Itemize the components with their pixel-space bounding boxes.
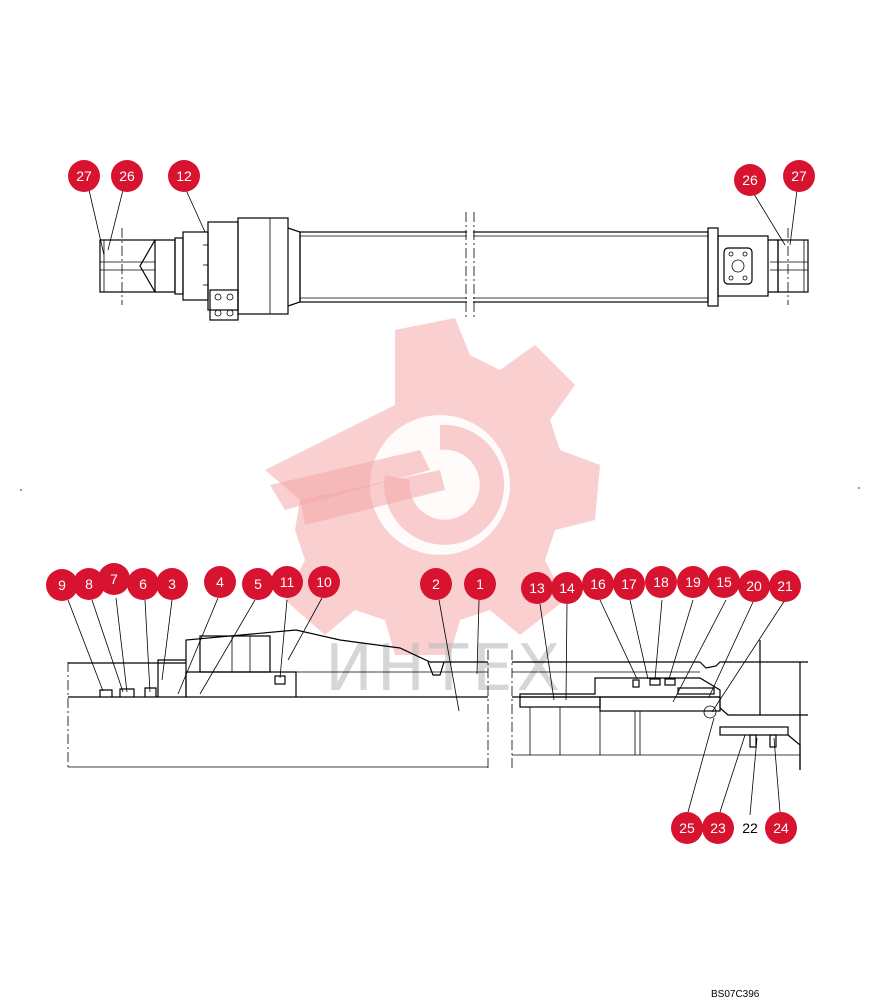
svg-text:15: 15 bbox=[716, 574, 732, 590]
callout-25: 25 bbox=[671, 812, 703, 844]
svg-text:4: 4 bbox=[216, 574, 224, 590]
callout-15: 15 bbox=[708, 566, 740, 598]
svg-text:26: 26 bbox=[742, 172, 758, 188]
svg-text:3: 3 bbox=[168, 576, 176, 592]
svg-text:23: 23 bbox=[710, 820, 726, 836]
svg-text:17: 17 bbox=[621, 576, 637, 592]
svg-text:19: 19 bbox=[685, 574, 701, 590]
svg-text:13: 13 bbox=[529, 580, 545, 596]
svg-text:27: 27 bbox=[76, 168, 92, 184]
svg-text:20: 20 bbox=[746, 578, 762, 594]
callout-27-right: 27 bbox=[783, 160, 815, 192]
callout-7: 7 bbox=[98, 563, 130, 595]
svg-text:12: 12 bbox=[176, 168, 192, 184]
callout-23: 23 bbox=[702, 812, 734, 844]
callout-18: 18 bbox=[645, 566, 677, 598]
callout-6: 6 bbox=[127, 568, 159, 600]
svg-text:5: 5 bbox=[254, 576, 262, 592]
svg-text:25: 25 bbox=[679, 820, 695, 836]
callout-5: 5 bbox=[242, 568, 274, 600]
drawing-code: BS07C396 bbox=[711, 989, 760, 1000]
watermark-gear-logo bbox=[265, 318, 600, 655]
svg-text:8: 8 bbox=[85, 576, 93, 592]
svg-text:9: 9 bbox=[58, 577, 66, 593]
callout-26-right: 26 bbox=[734, 164, 766, 196]
svg-text:16: 16 bbox=[590, 576, 606, 592]
callout-1: 1 bbox=[464, 568, 496, 600]
callout-3: 3 bbox=[156, 568, 188, 600]
callout-14: 14 bbox=[551, 572, 583, 604]
svg-text:26: 26 bbox=[119, 168, 135, 184]
callout-27-left: 27 bbox=[68, 160, 100, 192]
callout-11: 11 bbox=[271, 566, 303, 598]
callout-9: 9 bbox=[46, 569, 78, 601]
cylinder-sectional-view bbox=[20, 487, 860, 816]
callout-24: 24 bbox=[765, 812, 797, 844]
svg-text:2: 2 bbox=[432, 576, 440, 592]
callout-12: 12 bbox=[168, 160, 200, 192]
svg-text:21: 21 bbox=[777, 578, 793, 594]
callout-19: 19 bbox=[677, 566, 709, 598]
svg-text:14: 14 bbox=[559, 580, 575, 596]
callout-16: 16 bbox=[582, 568, 614, 600]
label-22: 22 bbox=[742, 820, 758, 836]
callout-20: 20 bbox=[738, 570, 770, 602]
callout-17: 17 bbox=[613, 568, 645, 600]
callout-4: 4 bbox=[204, 566, 236, 598]
svg-text:1: 1 bbox=[476, 576, 484, 592]
callout-2: 2 bbox=[420, 568, 452, 600]
svg-text:24: 24 bbox=[773, 820, 789, 836]
callout-21: 21 bbox=[769, 570, 801, 602]
svg-text:6: 6 bbox=[139, 576, 147, 592]
svg-text:27: 27 bbox=[791, 168, 807, 184]
callout-26-left: 26 bbox=[111, 160, 143, 192]
svg-text:10: 10 bbox=[316, 574, 332, 590]
callout-8: 8 bbox=[73, 568, 105, 600]
cylinder-external-view bbox=[88, 189, 809, 321]
svg-text:7: 7 bbox=[110, 571, 118, 587]
callout-10: 10 bbox=[308, 566, 340, 598]
svg-text:11: 11 bbox=[280, 574, 295, 590]
svg-text:18: 18 bbox=[653, 574, 669, 590]
callout-13: 13 bbox=[521, 572, 553, 604]
